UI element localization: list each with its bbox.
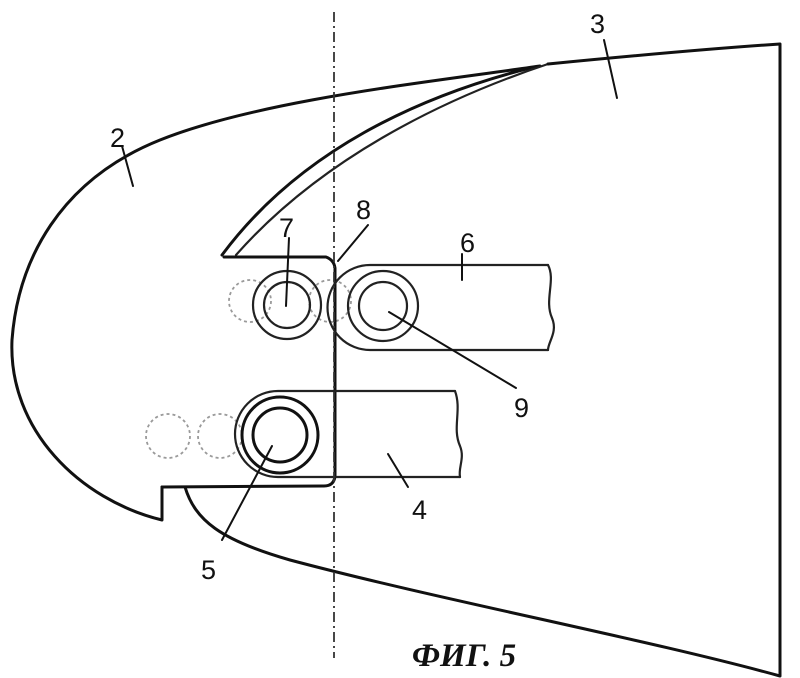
- carrier-bracket: [160, 255, 337, 489]
- callout-8: 8: [356, 195, 371, 225]
- leader-4: [387, 453, 409, 488]
- leader-3: [603, 39, 618, 99]
- slat-outline: [10, 64, 542, 522]
- roller-5-outer: [240, 395, 320, 475]
- callout-4: 4: [412, 495, 427, 525]
- roller-9-outer: [346, 269, 420, 343]
- hidden-roller: [228, 279, 272, 323]
- upper-track-break: [546, 263, 556, 352]
- roller-5-inner: [251, 406, 309, 464]
- leader-5: [221, 445, 273, 541]
- leader-9: [388, 311, 517, 389]
- callout-6: 6: [460, 228, 475, 258]
- upper-track: [326, 263, 550, 352]
- leader-8: [337, 224, 369, 262]
- wing-body-outline: [183, 42, 782, 678]
- callout-7: 7: [279, 213, 294, 243]
- figure-caption: ФИГ. 5: [412, 638, 516, 674]
- lower-track-break: [453, 389, 463, 479]
- leader-7: [285, 237, 290, 307]
- slat-channel-curve: [234, 62, 550, 257]
- hidden-roller: [145, 413, 191, 459]
- callout-3: 3: [590, 9, 605, 39]
- callout-2: 2: [110, 123, 125, 153]
- leader-2: [121, 145, 134, 187]
- callout-9: 9: [514, 393, 529, 423]
- lower-track: [233, 389, 462, 479]
- callout-5: 5: [201, 555, 216, 585]
- roller-9-inner: [357, 280, 409, 332]
- slat-inner-curve: [220, 66, 532, 257]
